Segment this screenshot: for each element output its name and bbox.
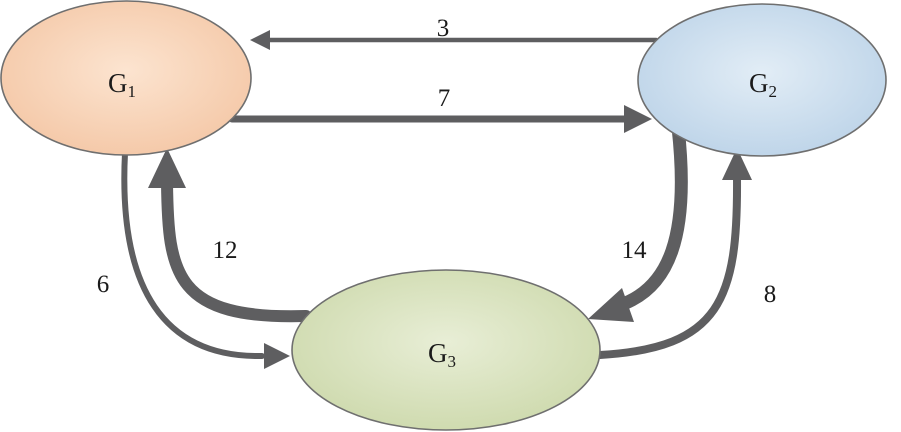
node-g3-label: G3 — [428, 338, 456, 371]
edge-weight-g2-g3: 14 — [622, 237, 648, 264]
node-g1: G1 — [0, 0, 252, 156]
edge-g1-to-g3 — [121, 150, 290, 369]
edge-g1-to-g2 — [228, 105, 652, 133]
edge-weight-g3-g1: 12 — [213, 237, 238, 264]
edge-weight-g3-g2: 8 — [764, 281, 777, 308]
node-g2: G2 — [637, 3, 887, 157]
edge-weight-g2-g1: 3 — [437, 15, 450, 42]
edge-g2-to-g3 — [588, 120, 688, 322]
node-g1-label: G1 — [108, 68, 136, 101]
edge-g3-to-g2 — [596, 148, 752, 359]
edge-g2-to-g1 — [250, 30, 659, 50]
node-g2-label: G2 — [749, 68, 777, 101]
edge-g3-to-g1 — [148, 148, 312, 323]
edge-weight-g1-g2: 7 — [438, 85, 451, 112]
node-g3: G3 — [291, 269, 601, 431]
edge-weight-g1-g3: 6 — [97, 271, 110, 298]
